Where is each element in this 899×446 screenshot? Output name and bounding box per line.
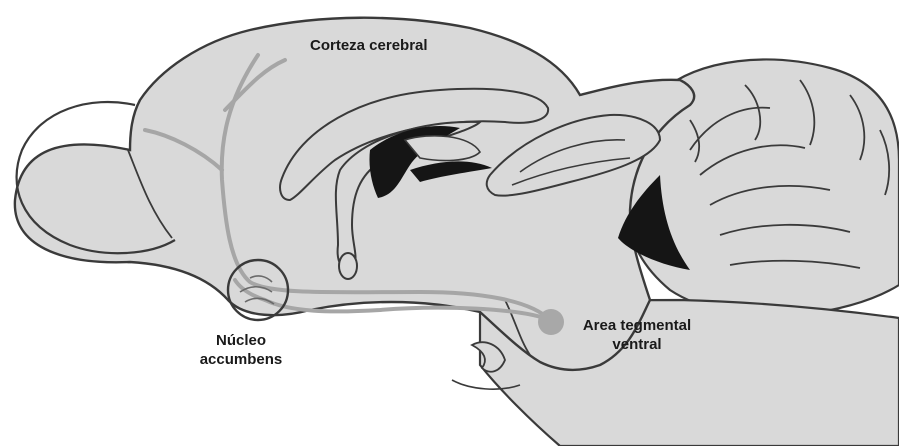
nucleus-label-line1: Núcleo — [188, 331, 294, 350]
vta-label-line1: Area tegmental — [574, 316, 700, 335]
vta-dot — [538, 309, 564, 335]
nucleus-accumbens-label: Núcleo accumbens — [188, 331, 294, 369]
nucleus-label-line2: accumbens — [188, 350, 294, 369]
cortex-label: Corteza cerebral — [310, 36, 428, 55]
anterior-commissure — [339, 253, 357, 279]
vta-label: Area tegmental ventral — [574, 316, 700, 354]
vta-label-line2: ventral — [574, 335, 700, 354]
